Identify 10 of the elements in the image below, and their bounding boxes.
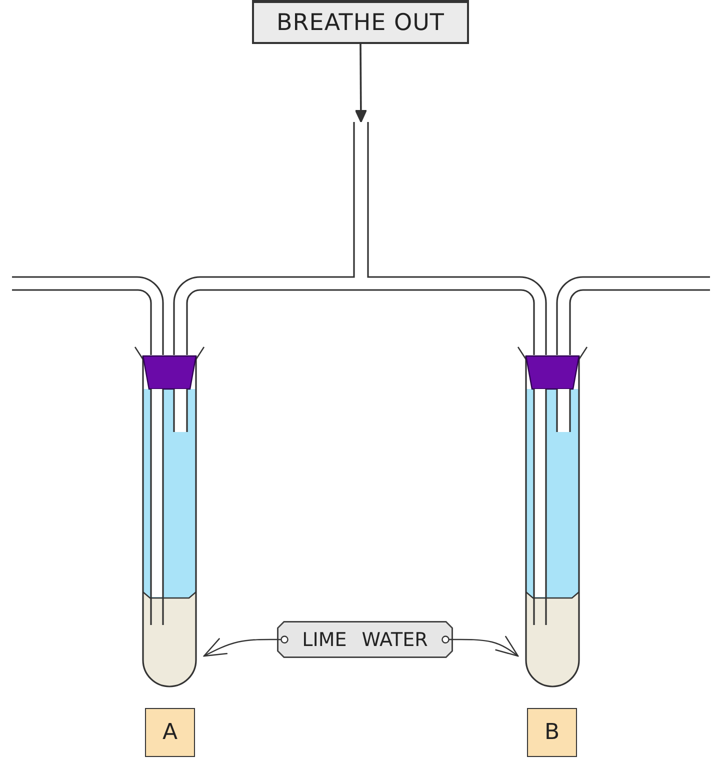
glass-tubing	[12, 122, 710, 625]
instruction-label: BREATHE OUT	[252, 0, 469, 44]
callout-label: LIME WATER	[277, 621, 453, 658]
tube-label: B	[527, 708, 577, 757]
test-tube-drawing	[518, 346, 587, 688]
arrow	[354, 44, 368, 123]
leader-line	[203, 636, 288, 657]
leader-line	[442, 635, 519, 657]
test-tube-drawing	[135, 346, 204, 688]
tube-label: A	[145, 708, 195, 757]
